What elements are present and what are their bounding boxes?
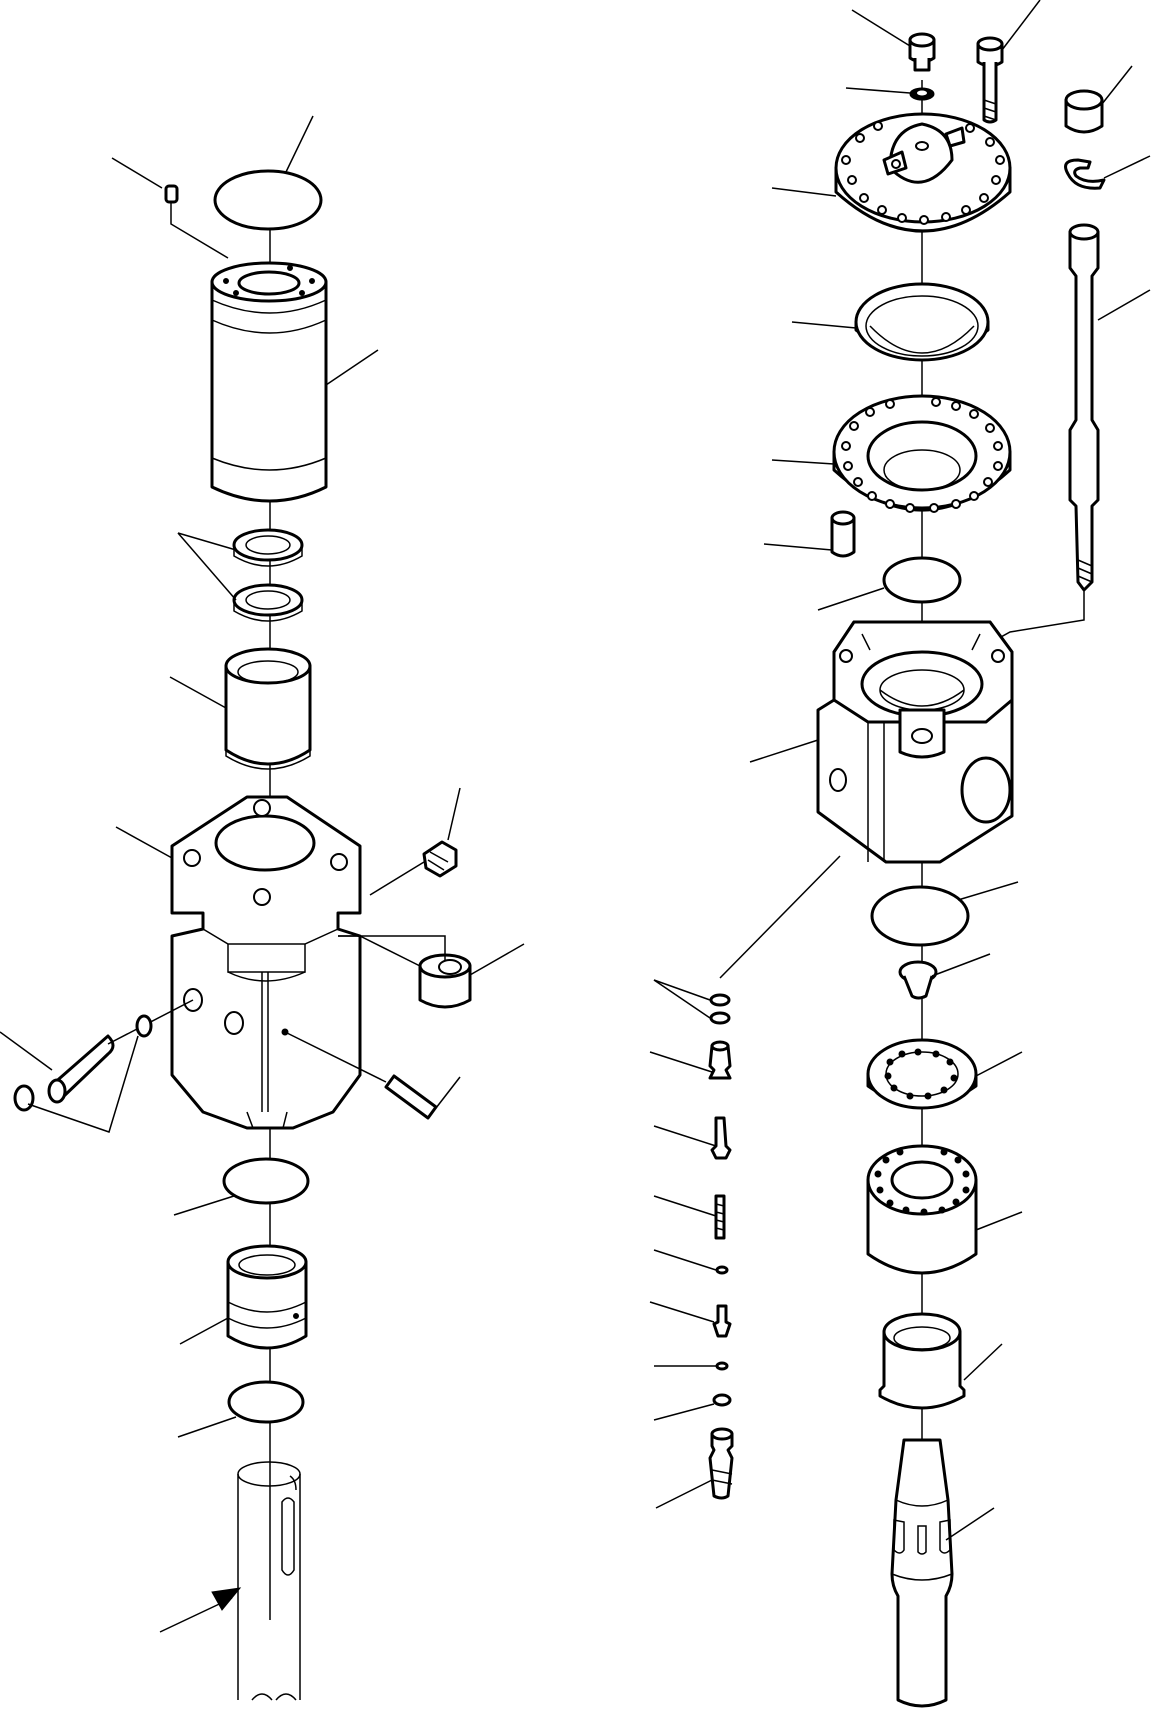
valve-body <box>719 620 1014 979</box>
check-valve <box>898 953 991 1000</box>
lower-o-ring <box>870 881 1019 947</box>
upper-cylinder-sleeve <box>210 261 379 503</box>
pin-o-rings <box>13 1014 153 1133</box>
end-cap <box>1064 65 1133 134</box>
tool-chisel <box>159 1461 301 1701</box>
front-head-housing <box>115 795 362 1130</box>
upper-o-ring <box>817 556 962 611</box>
through-bolt <box>969 223 1151 655</box>
grease-nipple <box>369 787 461 896</box>
socket-head-bolt-short <box>851 9 936 72</box>
top-o-ring <box>213 115 323 231</box>
lower-bushing <box>179 1244 308 1350</box>
flange-bolt <box>763 510 856 558</box>
stop-pin <box>0 999 194 1104</box>
back-head-cover <box>771 112 1012 233</box>
retainer-block <box>338 935 525 1009</box>
guide-bushing <box>169 647 312 770</box>
piston-guide <box>878 1312 1003 1410</box>
lower-o-ring <box>173 1157 310 1216</box>
piston <box>890 1438 995 1708</box>
washer <box>845 87 935 101</box>
left-assembly <box>0 115 525 1701</box>
set-screw <box>111 157 229 259</box>
socket-head-bolt-long <box>976 0 1041 124</box>
piston-sleeve <box>866 1144 1023 1275</box>
right-assembly <box>649 0 1151 1708</box>
circlip <box>1064 155 1151 190</box>
seal-ring-pair <box>177 528 304 622</box>
flange-ring <box>771 394 1012 513</box>
valve-detail-parts <box>649 979 734 1509</box>
cup-seal-plate <box>791 282 990 362</box>
valve-plate <box>866 1038 1023 1110</box>
retaining-pin-bar <box>284 1031 461 1120</box>
bottom-o-ring <box>177 1380 305 1438</box>
